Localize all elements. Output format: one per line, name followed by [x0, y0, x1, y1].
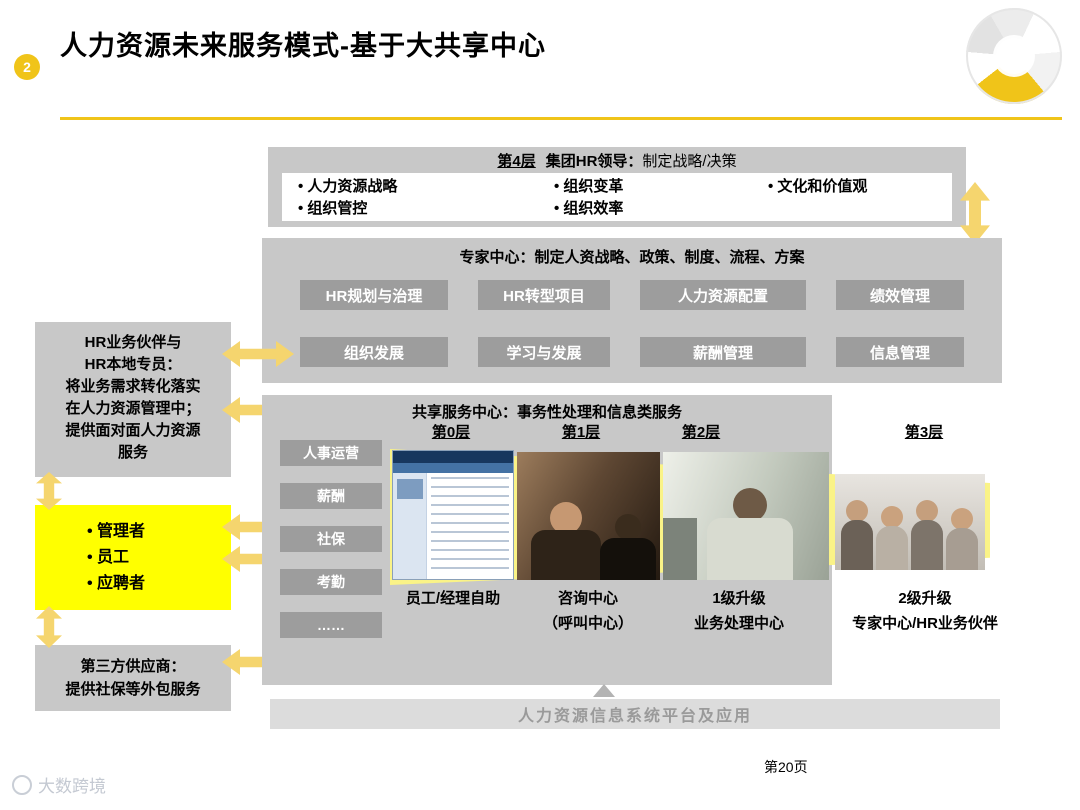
watermark-logo-icon: [12, 774, 32, 795]
hrbp-box: HR业务伙伴与 HR本地专员： 将业务需求转化落实在人力资源管理中；提供面对面人…: [35, 322, 231, 477]
category-button: 考勤: [280, 569, 382, 595]
expert-button: HR转型项目: [478, 280, 610, 310]
stakeholder-item: 应聘者: [87, 571, 231, 597]
self-service-portal-screenshot: [392, 450, 514, 580]
worker-silhouette: [707, 488, 793, 580]
watermark-text: 大数跨境: [38, 777, 106, 796]
call-agent-silhouette: [531, 502, 601, 580]
stakeholder-box: 管理者 员工 应聘者: [35, 505, 231, 610]
category-button: ……: [280, 612, 382, 638]
tier-header-3: 第3层: [904, 424, 944, 441]
processing-center-photo: [663, 452, 829, 580]
tier1-label: 咨询中心 （呼叫中心）: [542, 590, 633, 632]
expert-silhouette: [876, 506, 908, 570]
layer4-leader-label: 集团HR领导：: [545, 153, 643, 170]
expert-team-photo: [835, 474, 985, 570]
watermark: 大数跨境: [12, 772, 106, 797]
layer4-bullet: 组织效率: [554, 198, 623, 220]
expert-button: 人力资源配置: [640, 280, 806, 310]
layer4-panel: 人力资源战略 组织管控 组织变革 组织效率 文化和价值观: [282, 173, 952, 221]
brand-logo-icon: [966, 8, 1062, 104]
call-agent-silhouette: [600, 514, 656, 580]
layer4-tier-label: 第4层: [497, 153, 536, 170]
hrbp-description: 将业务需求转化落实在人力资源管理中；提供面对面人力资源服务: [65, 378, 201, 461]
portal-nav-bar: [393, 463, 513, 473]
layer4-bullet: 人力资源战略: [298, 176, 397, 198]
layer4-header: 第4层集团HR领导：制定战略/决策: [268, 150, 966, 171]
expert-silhouette: [946, 508, 978, 570]
tier2-label: 1级升级 业务处理中心: [693, 590, 784, 632]
category-button: 人事运营: [280, 440, 382, 466]
vendor-description: 提供社保等外包服务: [65, 681, 201, 698]
stakeholder-item: 员工: [87, 545, 231, 571]
hrbp-title: HR本地专员：: [84, 356, 182, 373]
tier-header-2: 第2层: [681, 424, 721, 441]
expert-button: 组织发展: [300, 337, 448, 367]
stakeholder-item: 管理者: [87, 519, 231, 545]
platform-pointer-triangle: [593, 684, 615, 697]
expert-silhouette: [911, 500, 943, 570]
tier0-label: 员工/经理自助: [405, 590, 501, 607]
portal-header-bar: [393, 451, 513, 463]
expert-button: 信息管理: [836, 337, 964, 367]
vendor-title: 第三方供应商：: [80, 658, 186, 675]
vendor-box: 第三方供应商： 提供社保等外包服务: [35, 645, 231, 711]
category-button: 薪酬: [280, 483, 382, 509]
page-number-badge: 2: [14, 54, 40, 80]
layer4-bullet: 文化和价值观: [768, 176, 867, 198]
expert-silhouette: [841, 500, 873, 570]
tier3-label: 2级升级 专家中心/HR业务伙伴: [852, 590, 998, 632]
layer4-bullet: 组织变革: [554, 176, 623, 198]
expert-button: 学习与发展: [478, 337, 610, 367]
page-title: 人力资源未来服务模式-基于大共享中心: [60, 31, 546, 61]
expert-button: 薪酬管理: [640, 337, 806, 367]
shared-service-center-header: 共享服务中心：事务性处理和信息类服务: [411, 404, 682, 421]
layer4-desc: 制定战略/决策: [642, 153, 737, 170]
expert-button: 绩效管理: [836, 280, 964, 310]
stakeholder-vendor-connector-arrow: [36, 606, 62, 648]
monitor-silhouette: [663, 518, 697, 580]
page-footer: 第20页: [764, 759, 808, 775]
portal-content-lines: [431, 477, 509, 575]
expert-button: HR规划与治理: [300, 280, 448, 310]
category-button: 社保: [280, 526, 382, 552]
layer4-bullet: 组织管控: [298, 198, 397, 220]
expert-center-box: 专家中心：制定人资战略、政策、制度、流程、方案 HR规划与治理 HR转型项目 人…: [262, 238, 1002, 383]
hrbp-title: HR业务伙伴与: [84, 334, 182, 351]
call-center-photo: [517, 452, 660, 580]
expert-center-header: 专家中心：制定人资战略、政策、制度、流程、方案: [459, 249, 805, 266]
tier-header-0: 第0层: [431, 424, 471, 441]
portal-photo-thumb: [397, 479, 423, 499]
platform-bar: 人力资源信息系统平台及应用: [270, 699, 1000, 729]
title-divider: [60, 117, 1062, 120]
tier-header-1: 第1层: [561, 424, 601, 441]
